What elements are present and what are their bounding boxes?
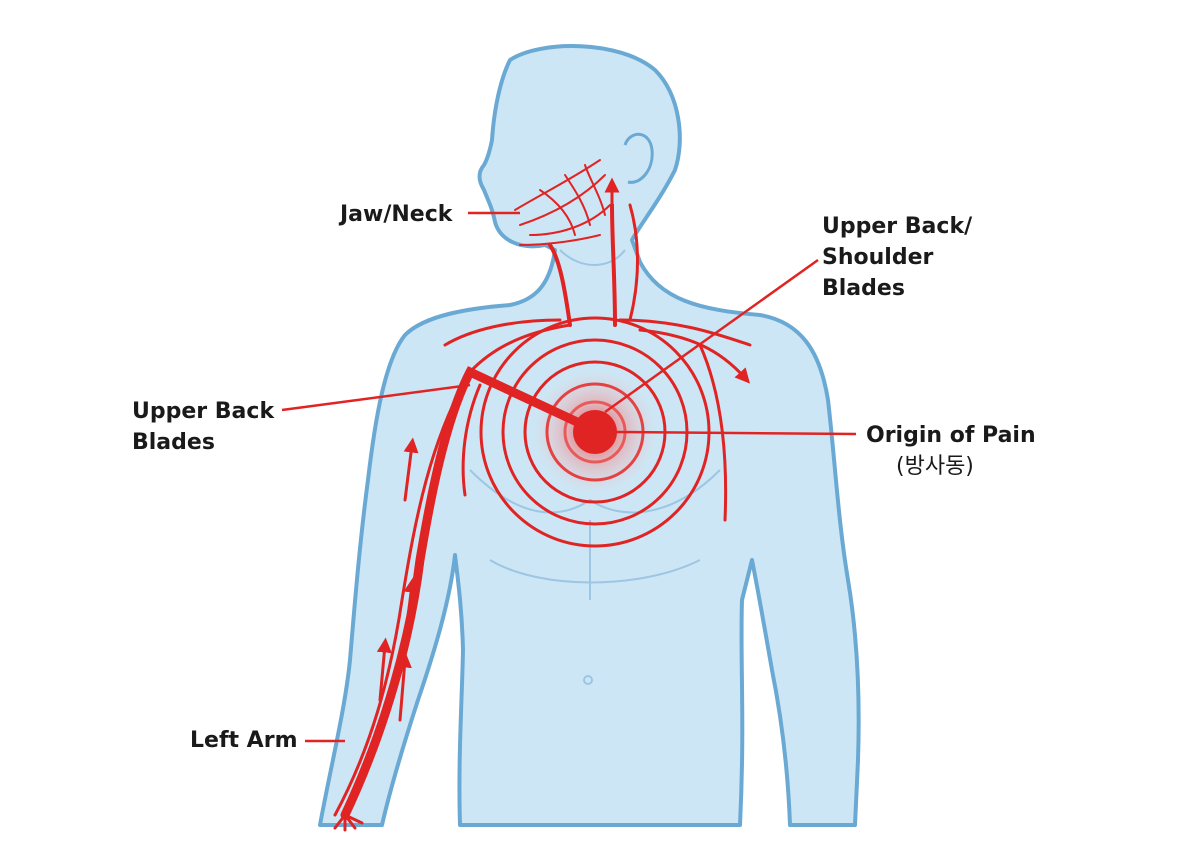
- label-upper-back-blades: Upper Back Blades: [132, 396, 274, 458]
- label-upper-back-line-2: Shoulder: [822, 245, 934, 270]
- radiation-paths: [333, 159, 752, 832]
- ear: [623, 132, 654, 184]
- label-left-arm-text: Left Arm: [190, 728, 298, 753]
- label-jaw-neck: Jaw/Neck: [340, 199, 452, 230]
- label-upper-back-line-3: Blades: [822, 276, 905, 301]
- pain-origin-dot: [573, 410, 617, 454]
- anatomy-lines: [469, 249, 721, 685]
- label-upper-back-line-1: Upper Back/: [822, 214, 973, 239]
- left-arm-side-path: [333, 370, 472, 817]
- label-origin-text: Origin of Pain: [866, 423, 1036, 448]
- label-jaw-neck-text: Jaw/Neck: [340, 202, 453, 227]
- leader-lines: [281, 211, 857, 743]
- label-origin-subtext: (방사동): [896, 454, 974, 479]
- leader-upperback-right: [604, 258, 819, 414]
- label-upper-back-blades-line-1: Upper Back: [132, 399, 275, 424]
- left-arm-main-path: [340, 366, 595, 820]
- label-upper-back-blades-line-2: Blades: [132, 430, 215, 455]
- label-left-arm: Left Arm: [190, 725, 298, 756]
- leader-origin: [614, 430, 857, 436]
- label-upper-back-shoulder-blades: Upper Back/ Shoulder Blades: [822, 211, 972, 304]
- label-origin-of-pain: Origin of Pain (방사동): [866, 420, 1036, 482]
- leader-upperback-left: [281, 383, 471, 412]
